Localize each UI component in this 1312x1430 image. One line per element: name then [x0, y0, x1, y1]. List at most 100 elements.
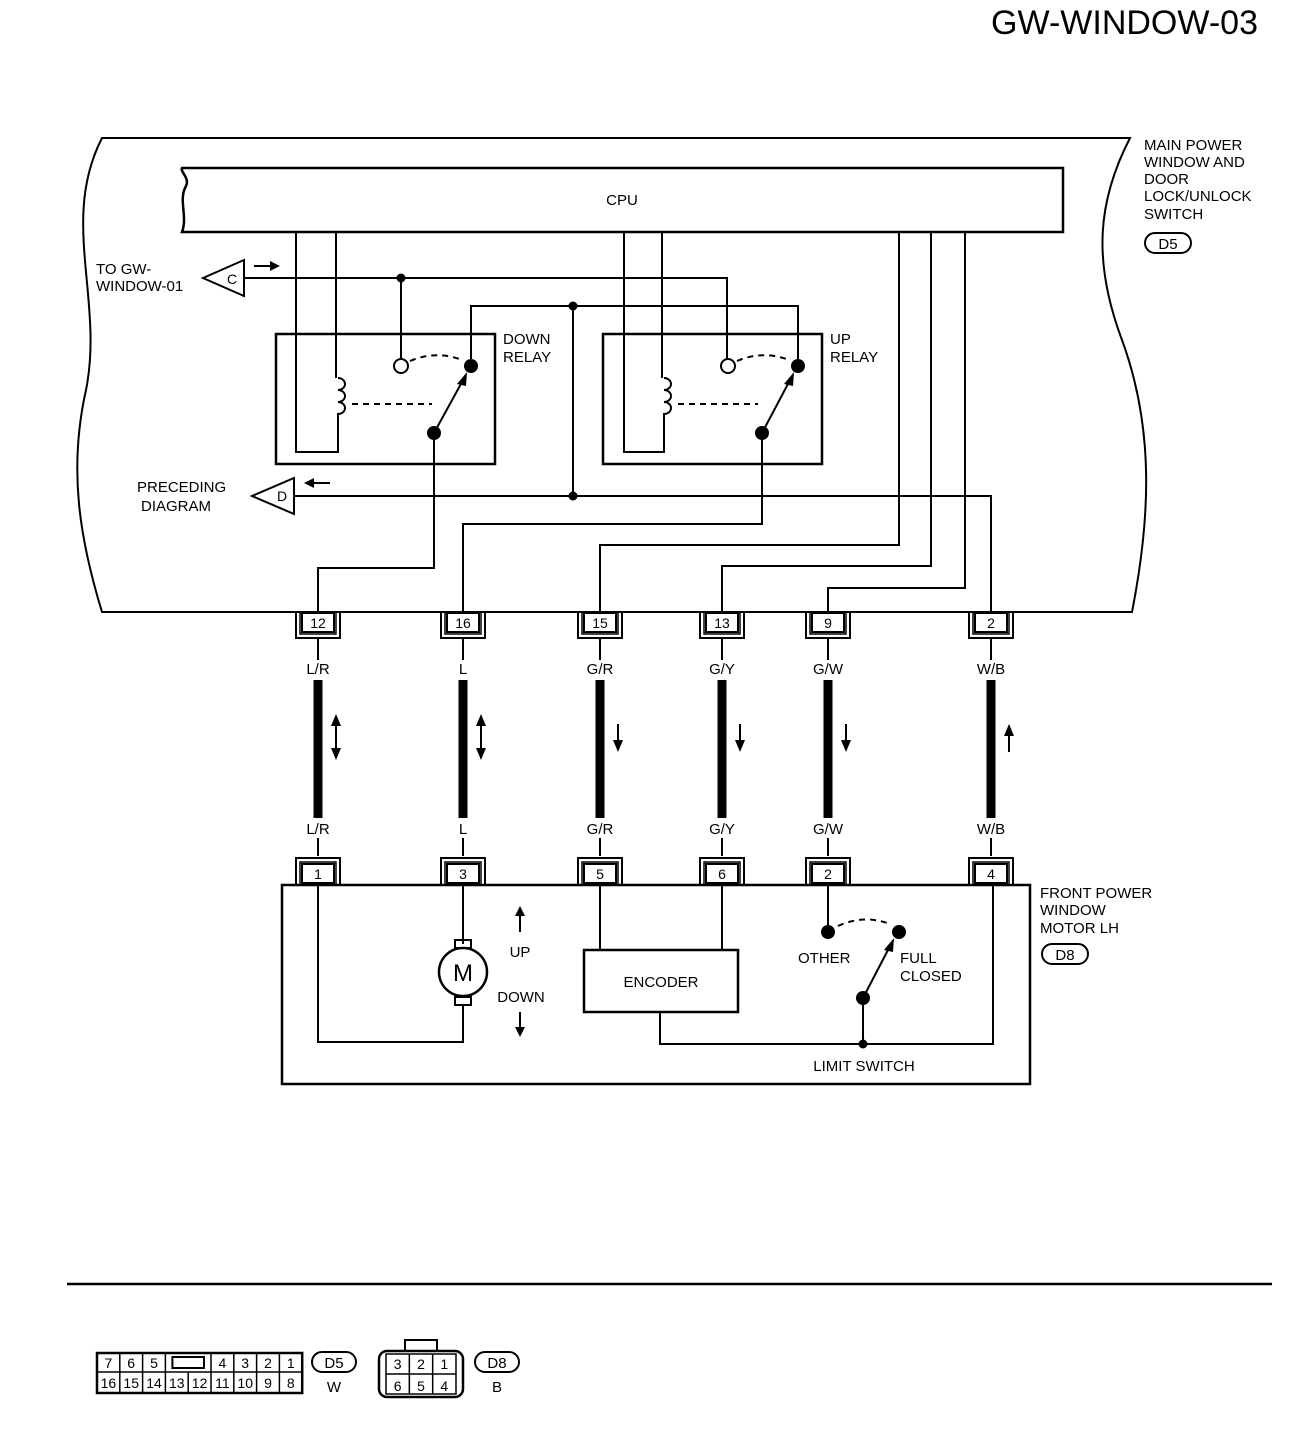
wire-color-bottom: L — [459, 821, 467, 838]
motor-name-line: MOTOR LH — [1040, 920, 1119, 937]
motor-connector-id: D8 — [1055, 947, 1074, 964]
signal-direction-arrow-icon — [476, 714, 486, 760]
legend-pin: 6 — [394, 1378, 402, 1394]
down-relay-closed-contact — [464, 359, 478, 373]
legend-pin: 9 — [264, 1375, 272, 1391]
arrow-left-icon — [304, 478, 330, 488]
wire-harness: 12L/RL/R116LL315G/RG/R513G/YG/Y69G/WG/W2… — [295, 612, 1014, 885]
connector-key-slot — [171, 1356, 205, 1369]
legend-pin: 3 — [394, 1356, 402, 1372]
limit-switch-full-closed-label: FULL — [900, 950, 937, 967]
switch-name-line: MAIN POWER — [1144, 137, 1243, 154]
signal-direction-arrow-icon — [1004, 724, 1014, 752]
ref-d-text: PRECEDING — [137, 479, 226, 496]
top-pin-number: 15 — [592, 615, 608, 631]
bottom-pin-number: 1 — [314, 866, 322, 882]
wire-color-top: L/R — [306, 661, 330, 678]
connector-latch — [404, 1339, 438, 1352]
legend-pin: 5 — [417, 1378, 425, 1394]
limit-switch-full-closed-label: CLOSED — [900, 968, 962, 985]
legend-pin: 6 — [127, 1355, 135, 1371]
bottom-pin-number: 3 — [459, 866, 467, 882]
wire-color-top: G/R — [587, 661, 614, 678]
motor-unit-box — [280, 883, 1032, 1086]
legend-pin: 2 — [264, 1355, 272, 1371]
down-relay-box — [274, 332, 497, 466]
limit-switch-full-closed-contact — [892, 925, 906, 939]
bottom-pin-number: 5 — [596, 866, 604, 882]
switch-name-line: SWITCH — [1144, 206, 1203, 223]
motor-symbol-label: M — [453, 960, 473, 987]
arrow-right-icon — [254, 261, 280, 271]
legend-pin: 4 — [440, 1378, 448, 1394]
legend-pin: 14 — [146, 1375, 162, 1391]
arrow-down-icon — [515, 1012, 525, 1037]
limit-switch-label: LIMIT SWITCH — [813, 1058, 914, 1075]
switch-name-line: DOOR — [1144, 171, 1189, 188]
motor-symbol — [437, 946, 489, 998]
legend-d8-color: B — [492, 1379, 502, 1396]
top-pin-number: 16 — [455, 615, 471, 631]
ref-c-text: TO GW- — [96, 261, 151, 278]
wire-6: 2W/BW/B4 — [968, 612, 1014, 885]
motor-down-label: DOWN — [497, 989, 545, 1006]
signal-direction-arrow-icon — [331, 714, 341, 760]
wire-1: 12L/R L/R 1 — [295, 612, 341, 885]
limit-switch-other-contact — [821, 925, 835, 939]
motor-name-line: WINDOW — [1040, 902, 1107, 919]
signal-direction-arrow-icon — [841, 724, 851, 752]
bottom-pin-number: 4 — [987, 866, 995, 882]
legend-pin: 5 — [150, 1355, 158, 1371]
switch-unit-outline — [76, 137, 1148, 613]
switch-name-line: LOCK/UNLOCK — [1144, 188, 1252, 205]
bottom-pin-number: 2 — [824, 866, 832, 882]
top-pin-number: 2 — [987, 615, 995, 631]
signal-direction-arrow-icon — [735, 724, 745, 752]
legend-pin: 7 — [105, 1355, 113, 1371]
wire-color-bottom: W/B — [977, 821, 1005, 838]
up-relay-label: UP — [830, 331, 851, 348]
legend-pin: 13 — [169, 1375, 185, 1391]
wire-color-bottom: G/R — [587, 821, 614, 838]
page-title: GW-WINDOW-03 — [991, 4, 1258, 42]
up-relay-coil — [663, 377, 672, 420]
switch-connector-id: D5 — [1158, 236, 1177, 253]
legend-d5-color: W — [327, 1379, 342, 1396]
legend-pin: 10 — [237, 1375, 253, 1391]
legend-pin: 16 — [101, 1375, 117, 1391]
wire-color-bottom: L/R — [306, 821, 330, 838]
switch-connector-badge: D5 — [1144, 232, 1192, 254]
signal-direction-arrow-icon — [613, 724, 623, 752]
switch-unit-name: MAIN POWER WINDOW AND DOOR LOCK/UNLOCK S… — [1144, 137, 1252, 223]
ref-d-triangle: D — [249, 476, 295, 516]
motor-connector-badge: D8 — [1041, 943, 1089, 965]
top-pin-number: 12 — [310, 615, 326, 631]
wire-color-top: G/Y — [709, 661, 735, 678]
wire-4: 13G/YG/Y6 — [699, 612, 745, 885]
legend-d8-id: D8 — [487, 1355, 506, 1372]
legend-pin: 8 — [287, 1375, 295, 1391]
wire-color-bottom: G/Y — [709, 821, 735, 838]
legend-pin: 4 — [219, 1355, 227, 1371]
motor-name-line: FRONT POWER — [1040, 885, 1152, 902]
motor-up-label: UP — [510, 944, 531, 961]
wire-color-top: G/W — [813, 661, 844, 678]
ref-d-text: DIAGRAM — [141, 498, 211, 515]
legend-pin: 15 — [123, 1375, 139, 1391]
ref-c-text: WINDOW-01 — [96, 278, 183, 295]
encoder-label: ENCODER — [623, 974, 698, 991]
legend-pin: 12 — [192, 1375, 208, 1391]
down-relay-label: RELAY — [503, 349, 551, 366]
up-relay-open-contact — [720, 358, 736, 374]
legend-pin: 2 — [417, 1356, 425, 1372]
legend-d8-badge: D8 — [474, 1351, 520, 1373]
wire-color-bottom: G/W — [813, 821, 844, 838]
ref-c-letter: C — [227, 271, 237, 287]
top-pin-number: 13 — [714, 615, 730, 631]
ref-c-triangle: C — [200, 258, 245, 298]
up-relay-label: RELAY — [830, 349, 878, 366]
